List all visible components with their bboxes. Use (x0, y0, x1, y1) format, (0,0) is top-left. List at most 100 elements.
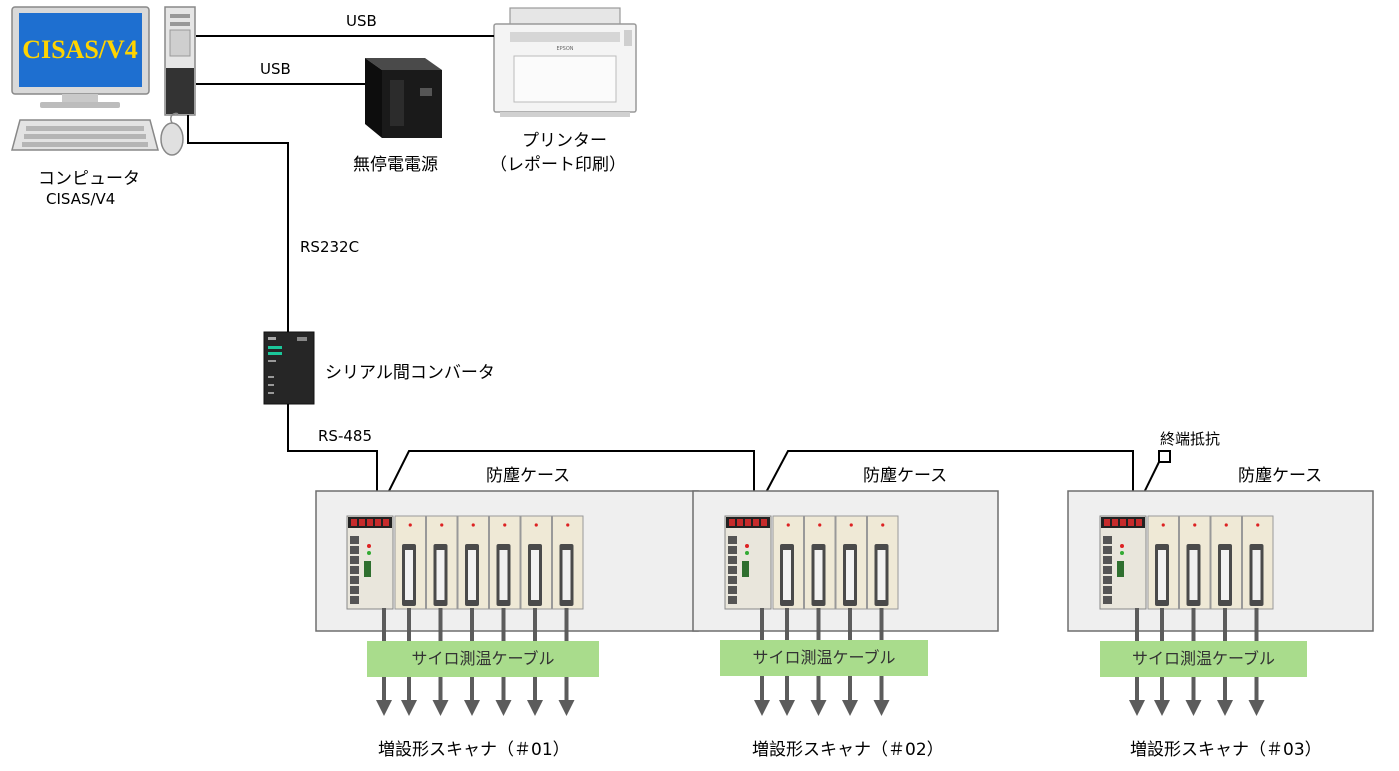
terminal-block (350, 546, 359, 554)
connector-label (783, 550, 791, 600)
module-led (566, 523, 570, 527)
usb-printer-label: USB (346, 12, 377, 30)
printer-brand: EPSON (556, 46, 573, 52)
connector-label (499, 550, 508, 600)
terminal-block (1103, 576, 1112, 584)
dust-case (692, 490, 999, 716)
display-digit (1128, 519, 1134, 526)
terminal-block (350, 586, 359, 594)
connector-label (1158, 550, 1166, 600)
module-led (440, 523, 444, 527)
converter-icon (263, 331, 315, 405)
ups-label: 無停電電源 (353, 155, 438, 175)
cable-label: サイロ測温ケーブル (1100, 641, 1307, 677)
module-led (1256, 523, 1260, 527)
terminal-block (1103, 596, 1112, 604)
terminal-block (350, 536, 359, 544)
status-panel (1117, 561, 1124, 577)
module-led (849, 523, 853, 527)
display-digit (1104, 519, 1110, 526)
module-led (503, 523, 507, 527)
status-led (745, 551, 749, 555)
module-led (408, 523, 412, 527)
module-led (534, 523, 538, 527)
scanner-label: 増設形スキャナ（＃01） (378, 740, 570, 760)
status-panel (742, 561, 749, 577)
connector-label (562, 550, 571, 600)
display-digit (1136, 519, 1142, 526)
terminal-block (1103, 556, 1112, 564)
terminator-label: 終端抵抗 (1160, 430, 1221, 448)
printer-label: プリンター (522, 131, 607, 151)
cable-label: サイロ測温ケーブル (720, 640, 928, 676)
status-led (367, 551, 371, 555)
scanner-label: 増設形スキャナ（＃03） (1130, 740, 1322, 760)
module-led (1224, 523, 1228, 527)
rs232c-label: RS232C (300, 238, 360, 256)
module-led (1193, 523, 1197, 527)
cases-layer (315, 490, 1374, 716)
connector-label (1221, 550, 1229, 600)
computer-label: コンピュータ (38, 169, 140, 189)
display-digit (367, 519, 373, 526)
terminal-block (728, 586, 737, 594)
display-digit (351, 519, 357, 526)
terminal-block (1103, 586, 1112, 594)
terminal-block (728, 596, 737, 604)
computer-sublabel: CISAS/V4 (46, 190, 116, 208)
display-digit (745, 519, 751, 526)
module-led (471, 523, 475, 527)
module-led (786, 523, 790, 527)
scanner-label: 増設形スキャナ（＃02） (752, 740, 944, 760)
connector-label (1252, 550, 1261, 600)
status-panel (364, 561, 371, 577)
module-led (881, 523, 885, 527)
rs485-bus-1-2 (376, 450, 755, 516)
case-label: 防塵ケース (486, 466, 571, 486)
terminal-block (350, 576, 359, 584)
display-digit (1112, 519, 1118, 526)
connector-label (405, 550, 413, 600)
usb-ups-label: USB (260, 60, 291, 78)
connector-label (846, 550, 854, 600)
status-led (745, 544, 749, 548)
case-label: 防塵ケース (863, 466, 948, 486)
module-led (1161, 523, 1165, 527)
terminal-block (728, 576, 737, 584)
monitor-screen-text: CISAS/V4 (22, 35, 138, 64)
status-led (1120, 544, 1124, 548)
display-digit (737, 519, 743, 526)
terminal-block (1103, 536, 1112, 544)
terminal-block (350, 556, 359, 564)
terminal-block (1103, 566, 1112, 574)
display-digit (729, 519, 735, 526)
terminator-icon (1158, 450, 1171, 463)
terminal-block (728, 536, 737, 544)
ups-icon (365, 58, 442, 138)
connector-label (468, 550, 476, 600)
connection-lines (187, 35, 1161, 516)
terminal-block (350, 566, 359, 574)
display-digit (1120, 519, 1126, 526)
status-led (1120, 551, 1124, 555)
module-led (818, 523, 822, 527)
printer-sublabel: （レポート印刷） (490, 155, 626, 175)
terminal-block (728, 546, 737, 554)
terminal-block (1103, 546, 1112, 554)
dust-case (1067, 490, 1374, 716)
terminal-block (728, 566, 737, 574)
case-label: 防塵ケース (1238, 466, 1323, 486)
connector-label (877, 550, 886, 600)
connector-label (1189, 550, 1198, 600)
computer-icon: CISAS/V4 (11, 6, 196, 156)
connector-label (531, 550, 539, 600)
connector-label (814, 550, 823, 600)
display-digit (375, 519, 381, 526)
display-digit (761, 519, 767, 526)
status-led (367, 544, 371, 548)
display-digit (359, 519, 365, 526)
terminal-block (728, 556, 737, 564)
terminal-block (350, 596, 359, 604)
display-digit (753, 519, 759, 526)
display-digit (383, 519, 389, 526)
